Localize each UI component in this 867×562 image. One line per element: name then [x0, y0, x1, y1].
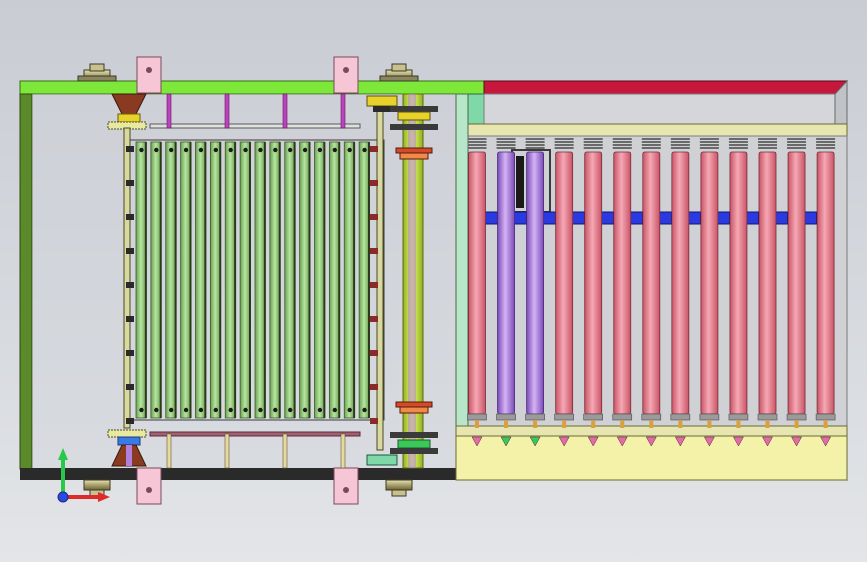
- slat-conveyor: [123, 93, 385, 469]
- conveyor-top-bar: [149, 123, 361, 129]
- drive-shaft-top-sprocket[interactable]: [366, 95, 438, 130]
- roller[interactable]: [496, 138, 516, 447]
- frame-bottom-rail: [20, 468, 484, 480]
- roller[interactable]: [757, 138, 778, 447]
- hopper-back-wall: [483, 93, 836, 125]
- roller[interactable]: [525, 138, 545, 447]
- mount-bracket-bottom-left[interactable]: [136, 467, 162, 505]
- conveyor-slat: [165, 141, 177, 419]
- roller-nozzle: [645, 436, 657, 447]
- mount-bracket-top-left[interactable]: [136, 56, 162, 94]
- roller-nozzle: [471, 436, 483, 447]
- support-rod: [166, 93, 172, 469]
- conveyor-slat: [135, 141, 147, 419]
- roller-nozzle: [703, 436, 715, 447]
- conveyor-slat: [180, 141, 192, 419]
- frame-top-rail: [19, 80, 485, 95]
- top-left-pulley[interactable]: [77, 63, 117, 82]
- chain-studs: [126, 146, 378, 424]
- conveyor-slat: [269, 141, 281, 419]
- mount-bracket-top-right[interactable]: [333, 56, 359, 94]
- conveyor-right-chain: [376, 109, 384, 451]
- bottom-right-pulley[interactable]: [385, 479, 413, 497]
- drive-shaft-bottom-flange[interactable]: [395, 401, 433, 414]
- hopper-top-plate: [455, 123, 848, 137]
- roller-nozzle: [674, 436, 686, 447]
- roller[interactable]: [467, 138, 487, 447]
- drive-shaft-top-flange[interactable]: [395, 147, 433, 160]
- support-rod: [282, 93, 288, 469]
- roller[interactable]: [728, 138, 749, 447]
- drive-shaft[interactable]: [402, 93, 424, 469]
- conveyor-bottom-bar: [149, 431, 361, 437]
- roller-nozzle: [558, 436, 570, 447]
- roller[interactable]: [670, 138, 691, 447]
- conveyor-slat: [358, 141, 370, 419]
- support-rod: [224, 93, 230, 469]
- conveyor-slat: [224, 141, 237, 419]
- coordinate-triad-icon: [57, 448, 110, 503]
- conveyor-slat: [239, 141, 251, 419]
- roller[interactable]: [583, 138, 604, 447]
- roller-nozzle: [791, 436, 802, 447]
- roller-nozzle: [762, 436, 773, 447]
- roller-nozzle: [616, 436, 628, 447]
- hopper-top-edge: [483, 80, 849, 95]
- left-bottom-sprocket[interactable]: [107, 429, 147, 467]
- roller-hopper: [455, 79, 849, 482]
- conveyor-slat: [195, 141, 207, 419]
- conveyor-slat: [284, 141, 296, 419]
- conveyor-slat: [314, 141, 326, 419]
- conveyor-slat: [150, 141, 162, 419]
- frame-left-post: [19, 93, 33, 470]
- hopper-left-wall: [455, 93, 469, 469]
- roller-nozzle: [820, 436, 832, 447]
- roller[interactable]: [641, 138, 662, 447]
- roller[interactable]: [815, 138, 836, 447]
- roller-nozzle: [733, 436, 744, 447]
- support-rod: [340, 93, 346, 469]
- top-right-pulley[interactable]: [379, 63, 419, 82]
- drive-shaft-bottom-sprocket[interactable]: [366, 432, 438, 466]
- roller-nozzle: [529, 436, 541, 447]
- left-top-sprocket[interactable]: [107, 93, 147, 130]
- roller[interactable]: [786, 138, 807, 447]
- bottom-left-pulley[interactable]: [83, 479, 111, 497]
- mount-bracket-bottom-right[interactable]: [333, 467, 359, 505]
- roller[interactable]: [699, 138, 720, 447]
- conveyor-slat: [299, 141, 311, 419]
- roller[interactable]: [554, 138, 574, 447]
- roller-nozzle: [587, 436, 599, 447]
- roller-nozzle: [500, 436, 512, 447]
- conveyor-slat: [209, 141, 222, 419]
- conveyor-slat: [328, 141, 341, 419]
- roller[interactable]: [612, 138, 633, 447]
- conveyor-left-chain: [123, 127, 131, 429]
- conveyor-slat: [254, 141, 266, 419]
- conveyor-slat: [343, 141, 356, 419]
